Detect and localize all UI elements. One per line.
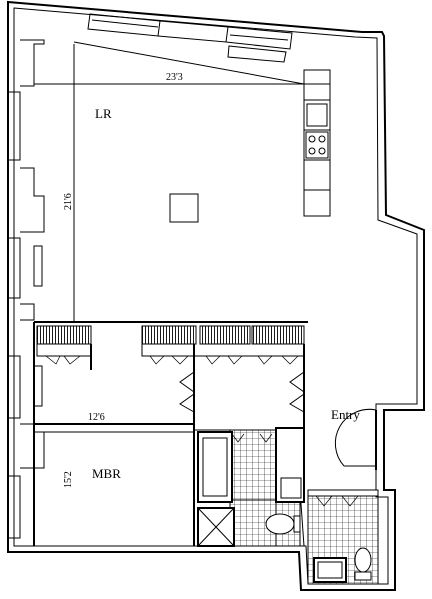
kitchen: [303, 69, 331, 217]
living-room: [34, 41, 308, 323]
room-label-lr: LR: [95, 106, 112, 121]
dim-lr-width: 23'3: [166, 72, 183, 83]
toilet-icon: [265, 513, 301, 535]
interior-walls: [33, 322, 305, 547]
sink-icon: [313, 557, 347, 583]
stove-icon: [305, 131, 329, 159]
toilet-icon: [354, 547, 372, 581]
shower-icon: [197, 507, 235, 547]
closet-doors: [179, 371, 305, 413]
room-label-mbr: MBR: [92, 466, 121, 481]
dim-mbr-width: 12'6: [88, 412, 105, 423]
entry-door: [334, 408, 377, 470]
dim-lr-depth: 21'6: [63, 193, 74, 210]
bathtub-icon: [197, 431, 233, 503]
radiators: [36, 325, 305, 365]
vanity-icon: [275, 427, 305, 503]
room-label-entry: Entry: [331, 407, 360, 422]
north-windows: [87, 13, 293, 63]
dim-mbr-depth: 15'2: [63, 471, 74, 488]
bathroom-entry: [307, 489, 379, 585]
bathroom-main: [197, 427, 305, 547]
west-windows: [7, 39, 45, 539]
